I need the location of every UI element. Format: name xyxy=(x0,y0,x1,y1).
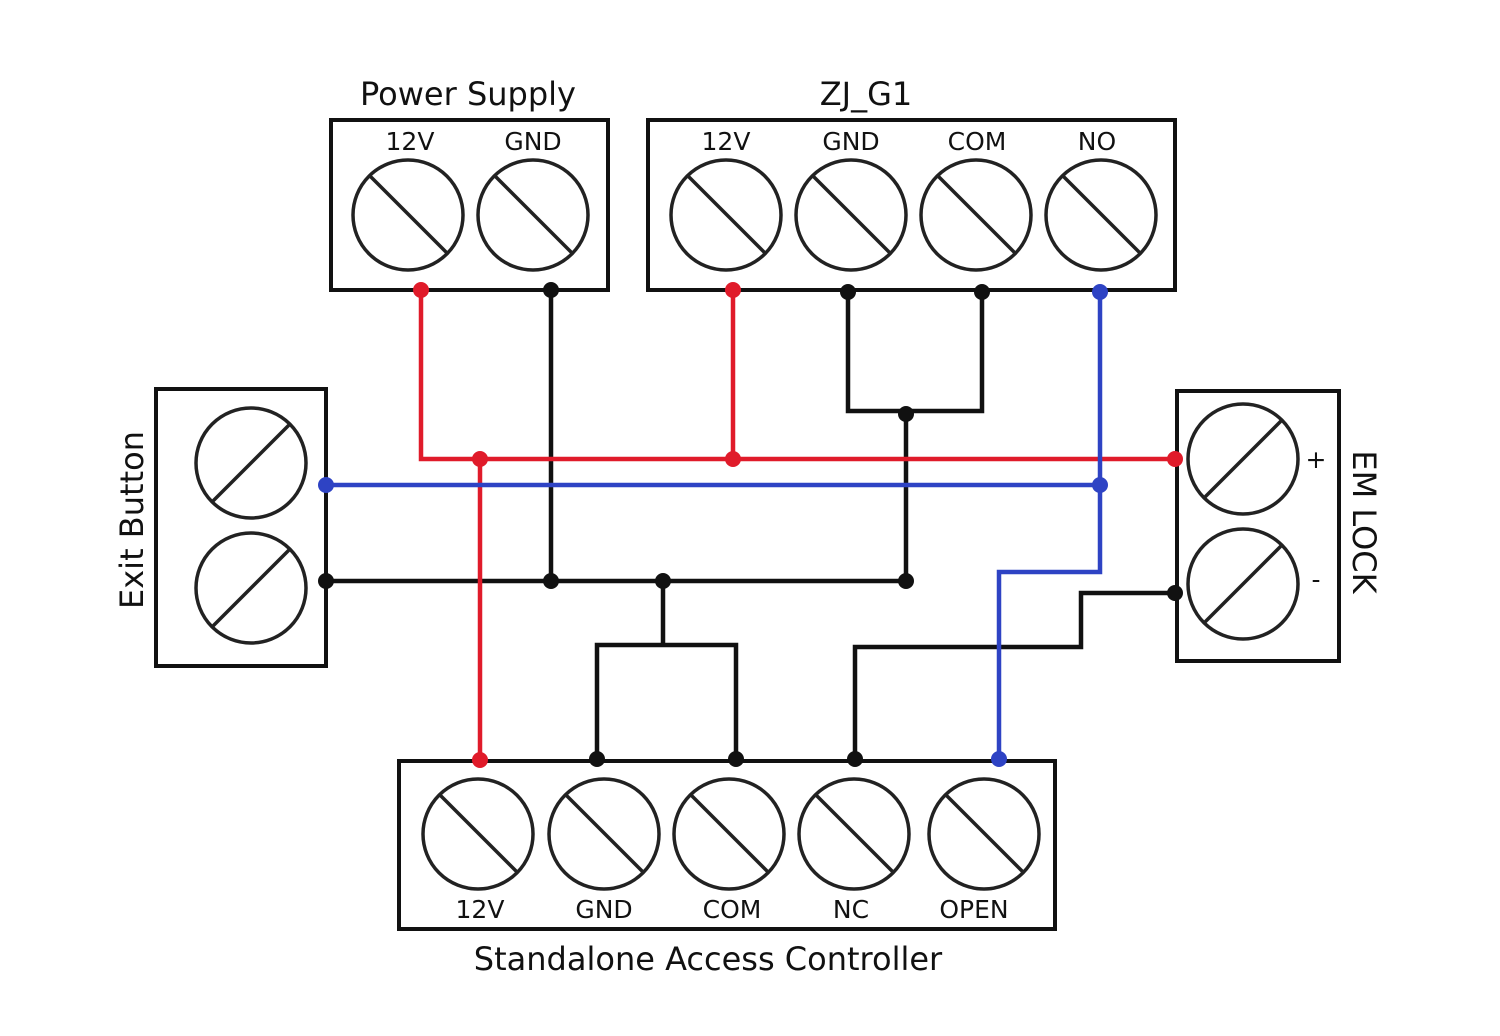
em-lock-title: EM LOCK xyxy=(1345,450,1383,594)
junction-dot xyxy=(898,573,914,589)
terminal-label: GND xyxy=(575,895,632,924)
terminal-label: COM xyxy=(703,895,762,924)
junctions xyxy=(318,282,1183,768)
junction-dot xyxy=(1167,585,1183,601)
screw-terminal-icon xyxy=(927,777,1041,891)
power-supply: Power Supply 12V GND xyxy=(329,75,610,292)
junction-dot xyxy=(543,282,559,298)
screw-terminal-icon xyxy=(797,777,911,891)
controller-title: Standalone Access Controller xyxy=(474,940,943,978)
screw-terminal-icon xyxy=(1186,527,1300,641)
junction-dot xyxy=(898,406,914,422)
junction-dot xyxy=(1167,451,1183,467)
junction-dot xyxy=(472,752,488,768)
wire-lock-minus xyxy=(852,590,1177,761)
junction-dot xyxy=(318,477,334,493)
screw-terminal-icon xyxy=(194,531,308,645)
junction-dot xyxy=(725,451,741,467)
junction-dot xyxy=(1092,477,1108,493)
screw-terminal-icon xyxy=(794,158,908,272)
screw-terminal-icon xyxy=(1044,158,1158,272)
access-controller: 12V GND COM NC OPEN Standalone Access Co… xyxy=(397,759,1057,978)
terminal-label: - xyxy=(1311,565,1320,594)
exit-button-box xyxy=(154,387,328,668)
em-lock: EM LOCK + - xyxy=(1175,389,1383,663)
terminal-label: + xyxy=(1306,445,1327,474)
terminal-label: NC xyxy=(833,895,869,924)
exit-button-title: Exit Button xyxy=(113,431,151,609)
power-supply-box xyxy=(329,118,610,292)
screw-terminal-icon xyxy=(476,158,590,272)
terminal-label: 12V xyxy=(386,127,435,156)
terminal-label: OPEN xyxy=(939,895,1008,924)
junction-dot xyxy=(413,282,429,298)
screw-terminal-icon xyxy=(421,777,535,891)
screw-terminal-icon xyxy=(672,777,786,891)
screw-terminal-icon xyxy=(1186,402,1300,516)
zj-g1: ZJ_G1 12V GND COM NO xyxy=(646,75,1177,292)
junction-dot xyxy=(318,573,334,589)
power-supply-title: Power Supply xyxy=(360,75,576,113)
junction-dot xyxy=(840,284,856,300)
junction-dot xyxy=(725,282,741,298)
terminal-label: GND xyxy=(822,127,879,156)
junction-dot xyxy=(991,751,1007,767)
terminal-label: GND xyxy=(504,127,561,156)
junction-dot xyxy=(472,451,488,467)
junction-dot xyxy=(1092,284,1108,300)
zj-g1-title: ZJ_G1 xyxy=(820,75,913,113)
wire-gnd-zj xyxy=(845,290,985,414)
screw-terminal-icon xyxy=(351,158,465,272)
terminal-label: NO xyxy=(1078,127,1116,156)
wire-12v-main xyxy=(418,290,1177,462)
wires xyxy=(326,290,1177,761)
junction-dot xyxy=(543,573,559,589)
zj-g1-box xyxy=(646,118,1177,292)
junction-dot xyxy=(589,751,605,767)
junction-dot xyxy=(655,573,671,589)
junction-dot xyxy=(847,751,863,767)
em-lock-box xyxy=(1175,389,1341,663)
screw-terminal-icon xyxy=(547,777,661,891)
screw-terminal-icon xyxy=(919,158,1033,272)
exit-button: Exit Button xyxy=(113,387,328,668)
screw-terminal-icon xyxy=(194,406,308,520)
junction-dot xyxy=(974,284,990,300)
terminal-label: 12V xyxy=(456,895,505,924)
terminal-label: COM xyxy=(948,127,1007,156)
wire-open-zj xyxy=(996,290,1103,761)
wire-gnd-ctrl-bridge xyxy=(594,642,739,761)
screw-terminal-icon xyxy=(669,158,783,272)
terminal-label: 12V xyxy=(702,127,751,156)
junction-dot xyxy=(728,751,744,767)
